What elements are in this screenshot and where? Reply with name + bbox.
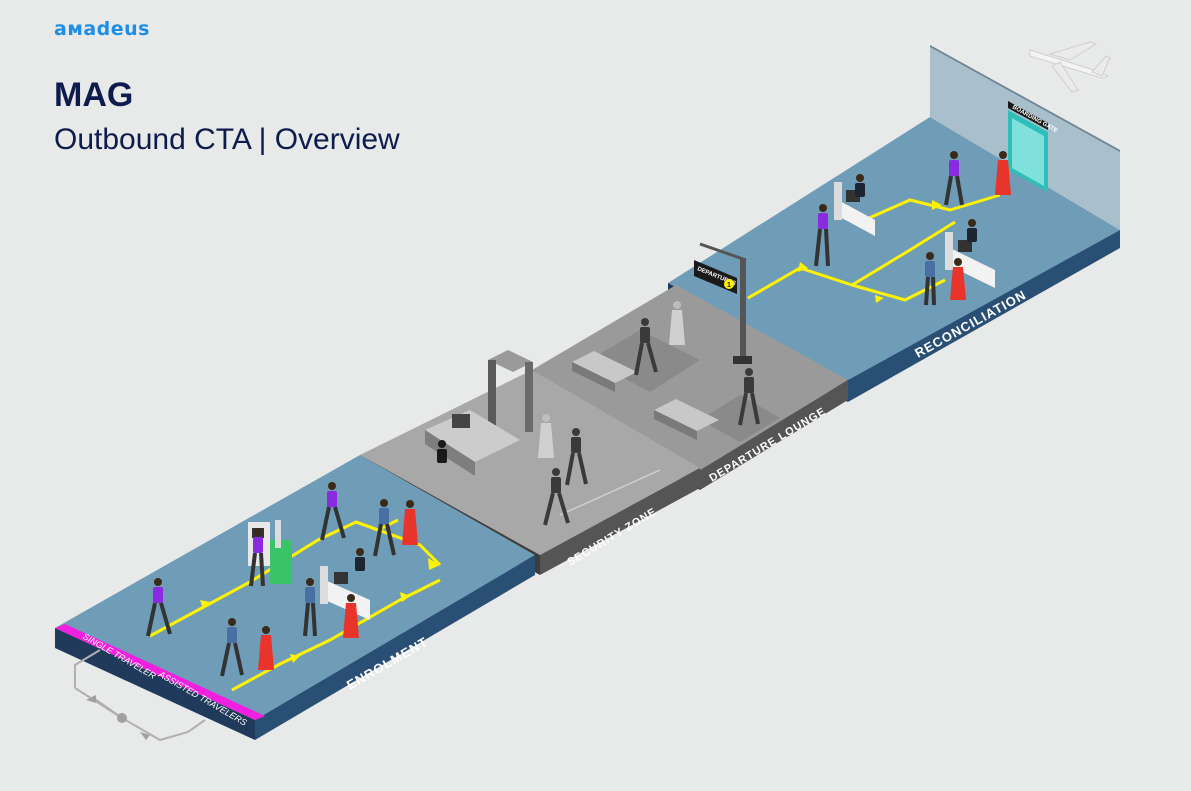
reconciliation-edge-side [848, 230, 1120, 402]
reconciliation-wall-edge [930, 45, 1120, 152]
lounge-edge-side [700, 380, 848, 490]
airplane-icon [1029, 41, 1111, 93]
reconciliation-zone: BOARDING GATE [668, 45, 1120, 402]
person-blue [373, 499, 396, 557]
person-purple [320, 482, 346, 541]
person-blue [220, 618, 244, 677]
seating-icon [654, 399, 719, 440]
flow-connector [74, 649, 206, 742]
gate-number: 1 [727, 282, 731, 289]
person-gray [543, 468, 570, 526]
person-red [258, 626, 274, 670]
person-gray [738, 368, 760, 426]
page-title: MAG [54, 76, 134, 114]
security-gate-icon [488, 350, 533, 442]
kiosk-icon [320, 566, 370, 620]
security-edge-side [540, 468, 700, 575]
staff-person [855, 174, 865, 197]
person-red [950, 258, 966, 300]
person-blue [924, 252, 936, 306]
person-gray [565, 428, 588, 486]
boarding-sign [1008, 101, 1048, 130]
person-blue [303, 578, 317, 637]
person-purple [814, 204, 830, 267]
staff-person [967, 219, 977, 242]
person-purple [944, 151, 964, 206]
person-purple [249, 528, 265, 587]
staff-person [355, 548, 365, 571]
staff-person [437, 440, 447, 463]
person-gray [538, 414, 554, 458]
xray-desk [425, 410, 520, 462]
amadeus-logo: aмadeus [54, 18, 150, 40]
seating-icon [572, 351, 637, 392]
person-red [343, 594, 359, 638]
person-red [402, 500, 418, 545]
enrolment-edge-side [255, 555, 535, 740]
security-floor [360, 370, 700, 555]
enrolment-path-single [149, 520, 442, 638]
person-red [995, 151, 1011, 195]
person-gray [634, 318, 658, 376]
person-purple [146, 578, 172, 637]
enrolment-path-assisted [231, 578, 441, 692]
enrolment-zone: SINGLE TRAVELER ASSISTED TRAVELERS [55, 455, 535, 740]
enrolment-edge-front [55, 628, 255, 740]
person-gray [669, 301, 685, 345]
kiosk-icon [945, 232, 995, 288]
entry-strip [55, 624, 265, 720]
page-subtitle: Outbound CTA | Overview [54, 123, 400, 156]
